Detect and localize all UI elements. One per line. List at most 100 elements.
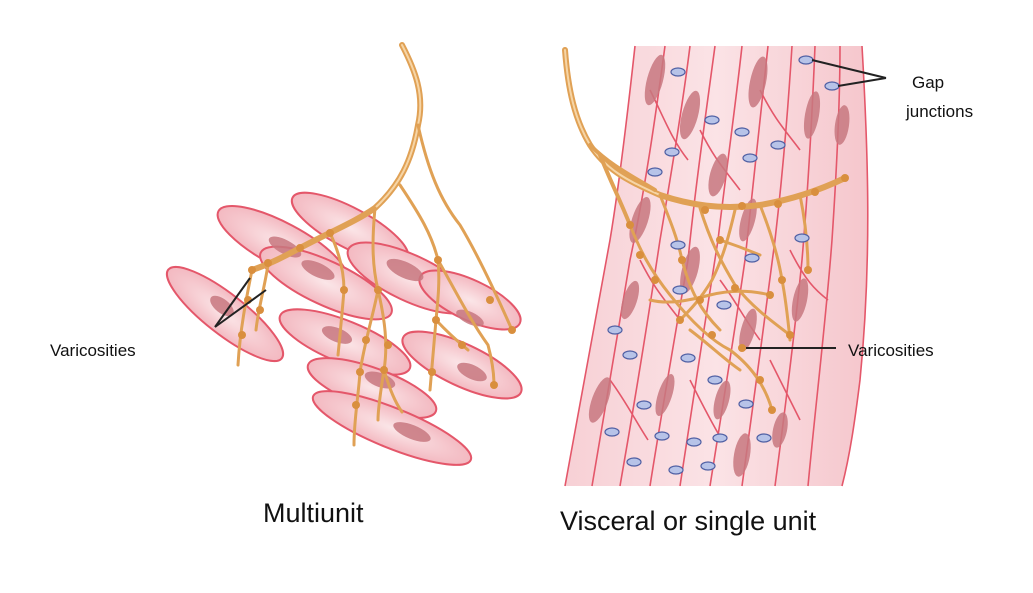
nucleus [655,373,675,417]
nerve-branch [678,208,737,322]
nucleus [321,326,353,344]
nerve-branch [688,328,742,372]
gap-junction [738,399,754,409]
varicosity [636,251,644,259]
visceral-nuclei [588,54,850,477]
nerve-branch [336,288,346,357]
cell-border [591,45,666,487]
nerve-branch [436,258,496,387]
varicosity [738,344,746,352]
nucleus [386,258,424,282]
varicosities-label-right: Varicosities [848,341,934,360]
varicosity [248,266,256,274]
varicosity [428,368,436,376]
nucleus [772,412,788,448]
nerve-branch [416,123,514,332]
gap-junction [712,433,728,443]
nucleus [629,197,651,243]
varicosity [296,244,304,252]
varicosity [716,236,724,244]
nucleus [680,246,700,294]
nucleus [791,278,809,322]
gap-junction [700,461,716,471]
cell-border [639,259,681,321]
gap-junction [626,457,642,467]
cell-border [619,45,691,487]
cell-border [759,89,801,151]
nerve-branch [328,231,346,292]
gap-junctions [604,55,840,475]
visceral-panel [562,45,887,487]
muscle-cell [259,245,393,321]
varicosity [701,206,709,214]
nerve-branch [254,263,270,332]
nucleus [301,260,335,280]
varicosity [356,368,364,376]
nucleus [733,433,751,477]
nucleus [739,198,757,242]
gap-junction [672,285,688,295]
varicosity [651,276,659,284]
gap-junction [707,375,723,385]
varicosity [434,256,442,264]
leader-line [214,277,251,328]
multiunit-leader-lines [214,277,267,328]
varicosity [362,336,370,344]
gap-junction [742,153,758,163]
gap-junction [670,67,686,77]
varicosity [256,306,264,314]
nerve-branch [434,318,470,352]
varicosity [264,259,272,267]
varicosity [841,174,849,182]
varicosity [756,376,764,384]
gap-junction [654,431,670,441]
nerve-branch [398,183,441,392]
cell-border [719,279,761,341]
gap-junction [680,353,696,363]
cell-border [769,359,801,421]
varicosity [678,256,686,264]
nucleus [620,280,640,320]
nerve-branch [382,368,404,414]
muscle-sheet [565,46,868,486]
nucleus [457,362,487,382]
leader-line [811,59,887,79]
leader-line [837,77,887,87]
caption-visceral: Visceral or single unit [560,506,817,536]
cell-border [841,45,869,487]
gap-junction [734,127,750,137]
leader-line [214,289,267,328]
cell-border [564,45,636,487]
varicosity [731,284,739,292]
varicosity [696,296,704,304]
varicosity [676,316,684,324]
varicosity [340,286,348,294]
varicosity [380,366,388,374]
gap-junction [716,300,732,310]
varicosity [508,326,516,334]
nerve-branch [648,289,772,304]
gap-junction [664,147,680,157]
multiunit-nuclei [210,236,487,442]
nucleus [713,380,731,420]
nucleus [748,56,768,108]
nucleus [210,295,234,317]
gap-junction [744,253,760,263]
varicosity [774,200,782,208]
varicosity [458,341,466,349]
gap-junction [668,465,684,475]
varicosity [626,221,634,229]
gap-junction [824,81,840,91]
nerve-branch [798,193,810,272]
gap-junction [770,140,786,150]
varicosity [768,406,776,414]
gap-junctions-label-line2: junctions [906,102,974,121]
gap-junction [647,167,663,177]
varicosity [738,202,746,210]
gap-junction [794,233,810,243]
multiunit-varicosities [238,229,516,409]
multiunit-panel [165,42,523,466]
cell-border [789,249,829,301]
varicosity [778,276,786,284]
